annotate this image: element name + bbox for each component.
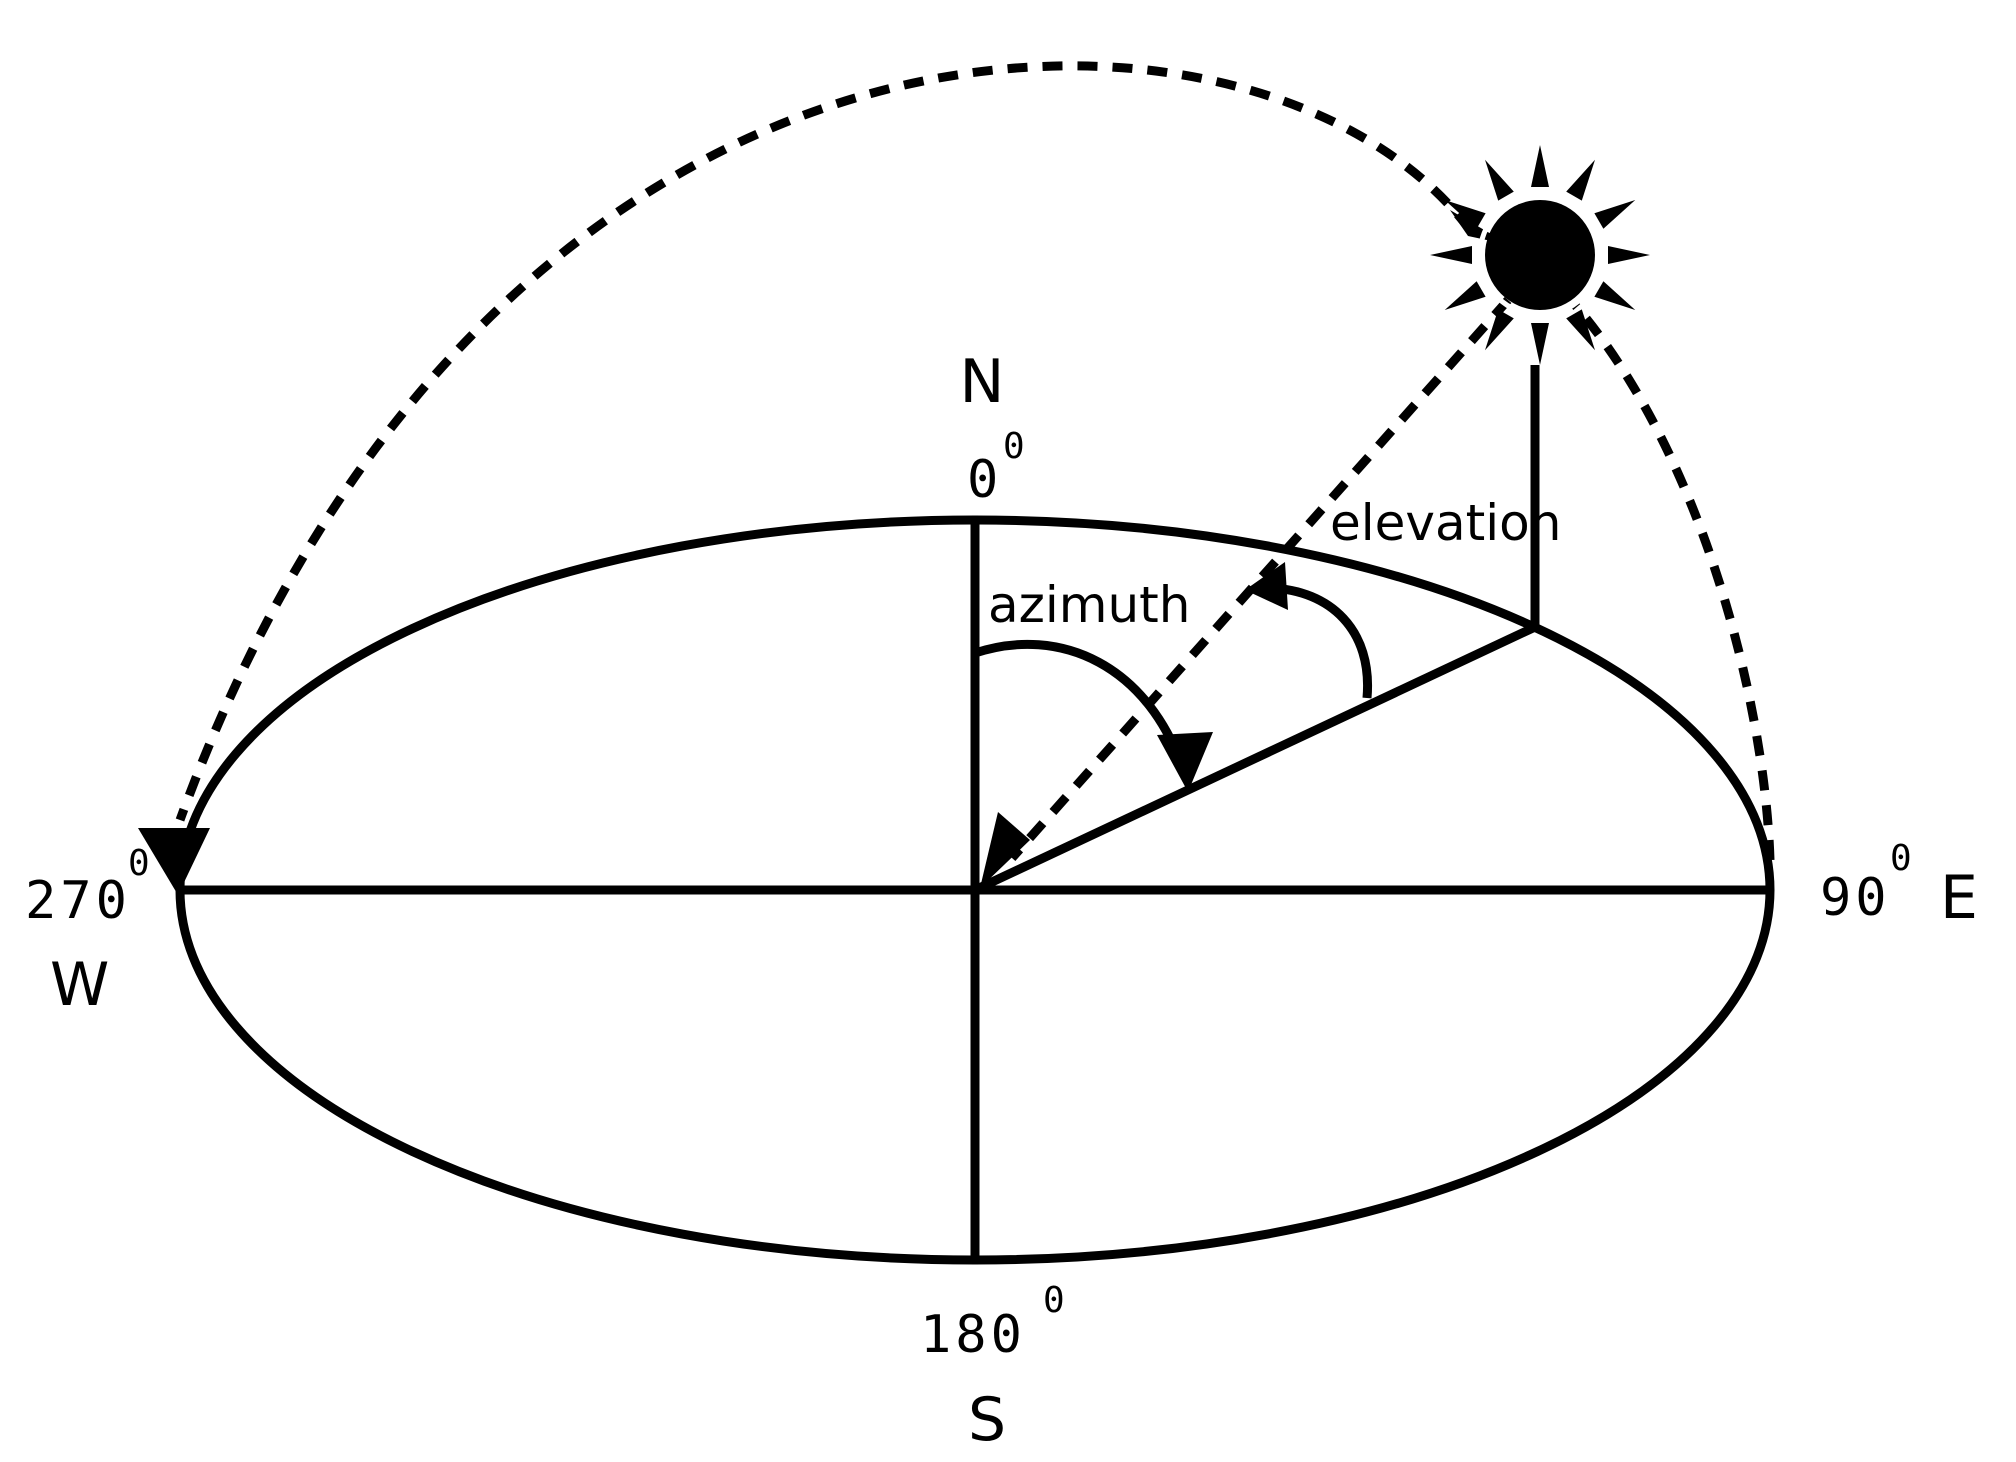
west-label: W: [50, 950, 109, 1020]
east-degree: 90: [1820, 868, 1891, 928]
elevation-arc: [1269, 583, 1373, 699]
sun-ray: [1444, 200, 1486, 229]
sun-ray: [1531, 323, 1549, 365]
south-degree: 180: [920, 1305, 1026, 1365]
azimuth-arc: [973, 639, 1190, 777]
sun-ray-line: [1008, 297, 1512, 861]
sun-ray: [1608, 246, 1650, 264]
sun-ray: [1566, 159, 1595, 201]
sun-ray: [1430, 246, 1472, 264]
sun-rays: [1430, 145, 1650, 365]
sun-ray: [1594, 200, 1636, 229]
east-label: E: [1940, 863, 1978, 933]
west-degree: 270: [25, 871, 131, 931]
sun-ray: [1531, 145, 1549, 187]
south-label: S: [968, 1385, 1006, 1455]
sun-path-arc: [1571, 302, 1775, 861]
elevation-arrowhead: [1245, 562, 1288, 610]
sun-ray: [1485, 159, 1514, 201]
south-degree-symbol: 0: [1043, 1280, 1065, 1321]
sun-ray: [1566, 309, 1595, 351]
azimuth-arrowhead: [1157, 732, 1213, 792]
sun-ray: [1444, 281, 1486, 310]
north-degree: 0: [967, 450, 1002, 510]
north-degree-symbol: 0: [1003, 426, 1025, 467]
east-degree-symbol: 0: [1890, 838, 1912, 879]
elevation-label: elevation: [1330, 494, 1561, 552]
azimuth-label: azimuth: [988, 576, 1190, 634]
sun-ground-projection-line: [973, 622, 1537, 895]
west-degree-symbol: 0: [128, 843, 150, 884]
sun-ray: [1594, 281, 1636, 310]
sun-ray: [1485, 309, 1514, 351]
sun-path-end-arrowhead: [138, 828, 210, 895]
sun-path-arc-upper: [175, 61, 1474, 822]
sun-icon: [1477, 192, 1603, 318]
north-label: N: [960, 347, 1005, 417]
sun-ray-arrowhead: [980, 812, 1030, 888]
